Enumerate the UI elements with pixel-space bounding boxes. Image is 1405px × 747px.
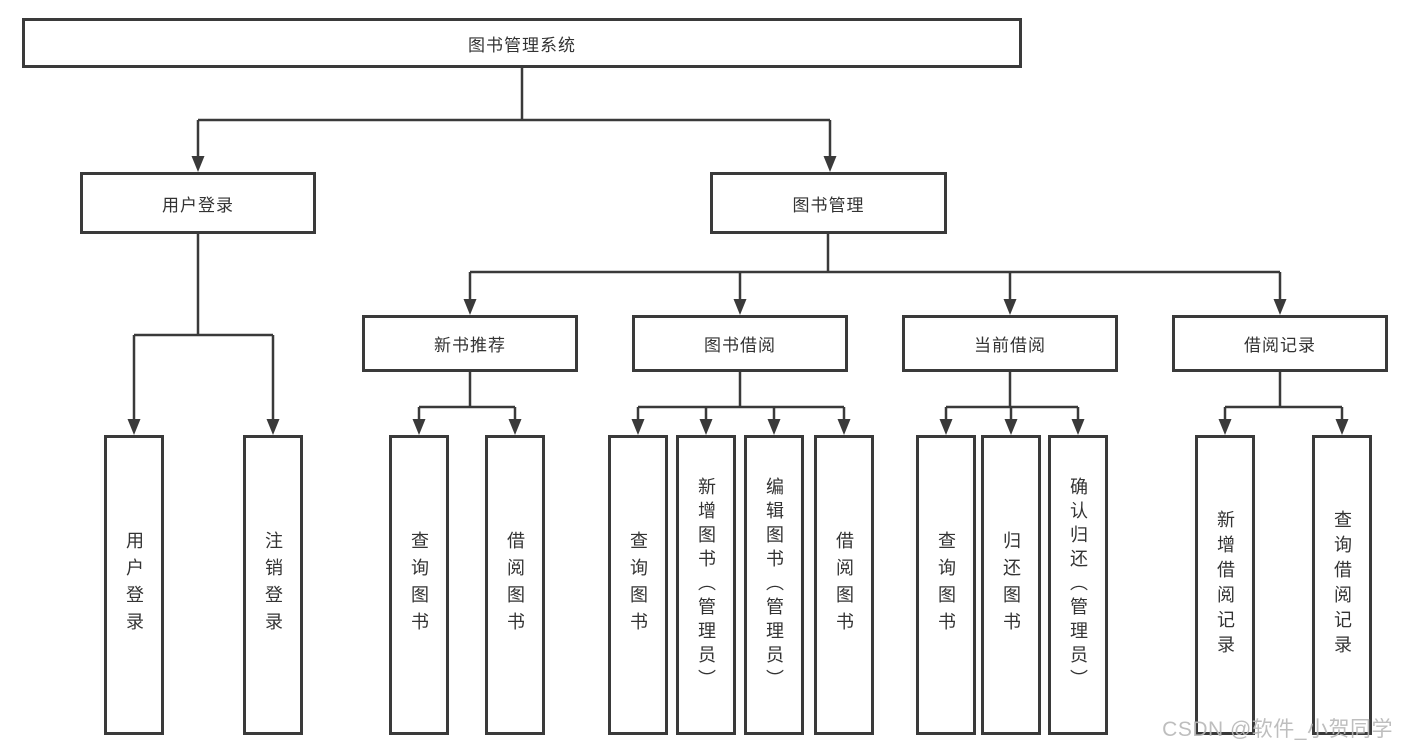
node-book-borrow: 图书借阅 bbox=[632, 315, 848, 372]
connector-new-book-to-leaves bbox=[417, 372, 517, 421]
connector-book-borrow-to-leaves bbox=[636, 372, 846, 421]
node-book-management-branch: 图书管理 bbox=[710, 172, 947, 234]
connector-paths bbox=[132, 68, 1344, 421]
connector-current-borrow-to-leaves bbox=[944, 372, 1080, 421]
node-leaf-query-borrow-record: 查询借阅记录 bbox=[1312, 435, 1372, 735]
connector-book-mgmt-to-level3 bbox=[468, 234, 1282, 301]
node-leaf-add-borrow-record: 新增借阅记录 bbox=[1195, 435, 1255, 735]
node-leaf-user-login: 用户登录 bbox=[104, 435, 164, 735]
node-borrow-records: 借阅记录 bbox=[1172, 315, 1388, 372]
node-leaf-query-books-3: 查询图书 bbox=[916, 435, 976, 735]
watermark: CSDN @软件_小贺同学 bbox=[1162, 718, 1393, 741]
node-library-management-system: 图书管理系统 bbox=[22, 18, 1022, 68]
node-leaf-query-books-2: 查询图书 bbox=[608, 435, 668, 735]
connector-root-to-level2 bbox=[196, 68, 832, 158]
arrowheads bbox=[127, 156, 1349, 435]
node-current-borrow: 当前借阅 bbox=[902, 315, 1118, 372]
connector-user-login-to-leaves bbox=[132, 234, 275, 421]
node-leaf-add-book-admin: 新增图书（管理员） bbox=[676, 435, 736, 735]
node-user-login-branch: 用户登录 bbox=[80, 172, 316, 234]
node-leaf-query-books-1: 查询图书 bbox=[389, 435, 449, 735]
node-leaf-confirm-return-admin: 确认归还（管理员） bbox=[1048, 435, 1108, 735]
node-new-book-recommend: 新书推荐 bbox=[362, 315, 578, 372]
node-leaf-logout: 注销登录 bbox=[243, 435, 303, 735]
node-leaf-edit-book-admin: 编辑图书（管理员） bbox=[744, 435, 804, 735]
connector-borrow-records-to-leaves bbox=[1223, 372, 1344, 421]
node-leaf-borrow-books-1: 借阅图书 bbox=[485, 435, 545, 735]
node-leaf-borrow-books-2: 借阅图书 bbox=[814, 435, 874, 735]
node-leaf-return-book: 归还图书 bbox=[981, 435, 1041, 735]
